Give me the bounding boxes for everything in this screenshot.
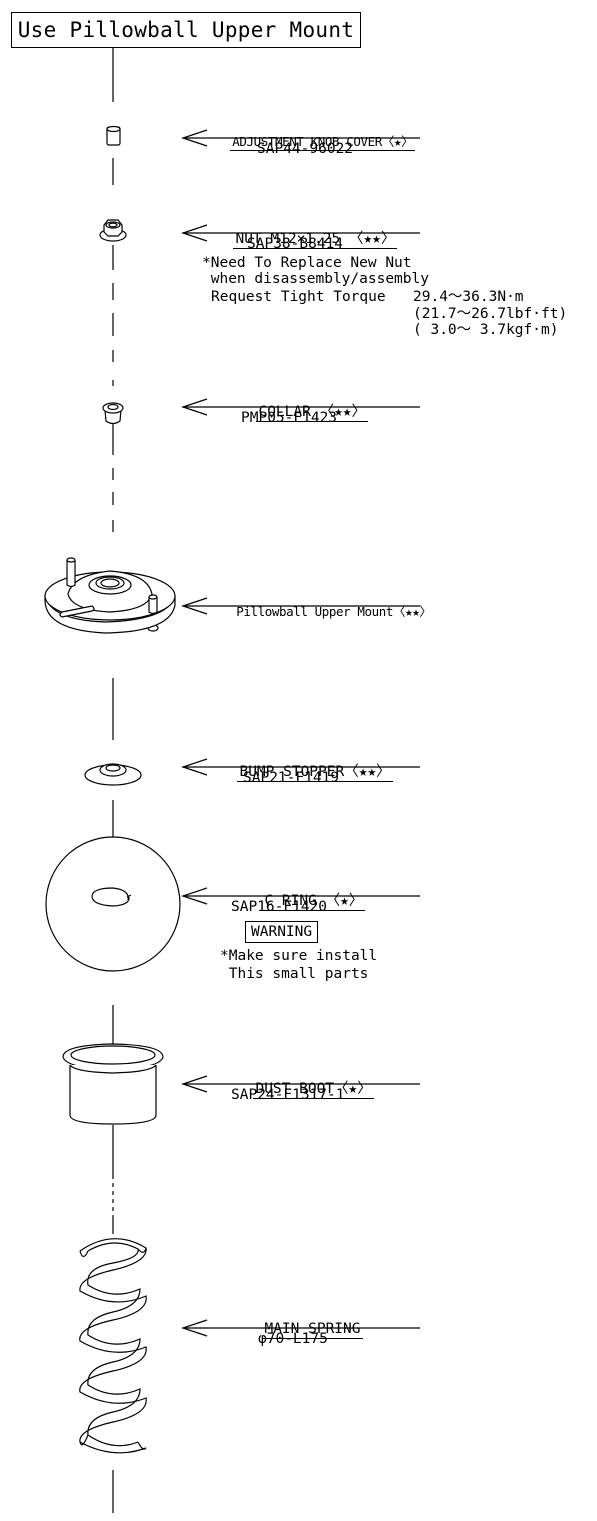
adjustment-knob-cover-icon: [106, 125, 121, 146]
part-name: DUST BOOT〈★〉: [253, 1081, 374, 1099]
collar-label: COLLAR 〈★★〉: [239, 384, 369, 422]
c-ring-label: C RING 〈★〉: [245, 873, 366, 911]
nut-torque-lbfft: (21.7〜26.7lbf·ft): [413, 306, 568, 322]
collar-part-number: PMP05-F1423: [241, 410, 338, 426]
pillowball-upper-mount-icon: [44, 557, 176, 634]
part-name: BUMP STOPPER〈★★〉: [237, 764, 393, 782]
collar-icon: [102, 402, 124, 425]
dust-boot-label: DUST BOOT〈★〉: [236, 1061, 374, 1099]
c-ring-icon: [91, 887, 130, 907]
part-name: NUT M12×1.25 〈★★〉: [233, 231, 398, 249]
c-ring-note-line-2: This small parts: [220, 966, 369, 982]
nut-note-line-2: when disassembly/assembly: [202, 271, 429, 287]
main-spring-size: φ70-L175: [258, 1331, 328, 1347]
nut-label: NUT M12×1.25 〈★★〉: [216, 211, 398, 249]
part-name: COLLAR 〈★★〉: [256, 404, 369, 422]
warning-box: WARNING: [245, 921, 319, 943]
leader-arrows: [181, 129, 420, 1337]
bump-stopper-label: BUMP STOPPER〈★★〉: [220, 744, 393, 782]
adjustment-knob-cover-label: ADJUSTMENT KNOB COVER〈★〉: [216, 116, 416, 151]
title-box: Use Pillowball Upper Mount: [11, 12, 361, 48]
diagram-title: Use Pillowball Upper Mount: [17, 18, 355, 42]
part-name: C RING 〈★〉: [262, 893, 366, 911]
c-ring-detail-circle: [45, 836, 181, 972]
adjustment-knob-cover-part-number: SAP44-96022: [257, 141, 354, 157]
part-name: ADJUSTMENT KNOB COVER〈★〉: [230, 134, 416, 151]
dust-boot-part-number: SAP24-F1317-1: [231, 1087, 345, 1103]
nut-torque-nm: 29.4〜36.3N·m: [413, 289, 524, 305]
part-name: Pillowball Upper Mount〈★★〉: [236, 604, 432, 619]
bump-stopper-part-number: SAP21-F1419: [243, 770, 340, 786]
nut-note-line-1: *Need To Replace New Nut: [202, 255, 412, 271]
main-spring-icon: [79, 1238, 147, 1454]
nut-torque-kgfm: ( 3.0〜 3.7kgf·m): [413, 322, 559, 338]
pillowball-upper-mount-label: Pillowball Upper Mount〈★★〉: [222, 586, 432, 620]
nut-part-number: SAP38-B8414: [247, 236, 344, 252]
part-name: MAIN SPRING: [262, 1321, 363, 1339]
c-ring-note-line-1: *Make sure install: [220, 948, 378, 964]
c-ring-part-number: SAP16-F1420: [231, 899, 328, 915]
dust-boot-icon: [62, 1043, 164, 1125]
nut-icon: [99, 219, 127, 242]
bump-stopper-icon: [84, 763, 142, 786]
nut-torque-label: Request Tight Torque: [211, 289, 386, 305]
main-spring-label: MAIN SPRING: [245, 1305, 363, 1339]
